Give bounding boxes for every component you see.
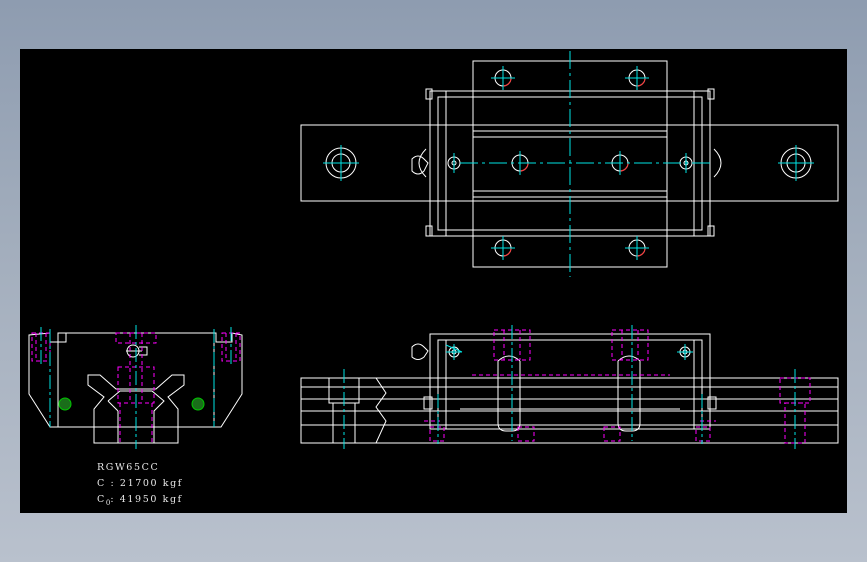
rail-end-profile xyxy=(87,374,185,443)
top-view xyxy=(300,51,839,277)
static-load-label: C xyxy=(97,494,106,505)
static-load-subscript: 0 xyxy=(105,498,111,507)
centerlines-top xyxy=(323,51,814,277)
grease-fitting-top xyxy=(411,155,429,175)
dynamic-load-value: : 21700 kgf xyxy=(110,478,183,489)
block-side-view xyxy=(429,333,711,430)
dynamic-load-rating: C : 21700 kgf xyxy=(97,478,183,489)
end-view xyxy=(28,325,243,449)
dynamic-load-label: C xyxy=(97,478,106,489)
static-load-value: : 41950 kgf xyxy=(110,494,183,505)
cad-viewport[interactable]: RGW65CC C : 21700 kgf C0: 41950 kgf xyxy=(20,49,847,513)
static-load-rating: C0: 41950 kgf xyxy=(97,494,183,507)
centerlines-side xyxy=(343,325,796,449)
grease-nipple-right xyxy=(191,397,205,411)
cad-drawing xyxy=(28,51,839,449)
model-label: RGW65CC xyxy=(97,462,160,473)
centerlines-end xyxy=(40,325,232,449)
side-view xyxy=(300,325,839,449)
grease-nipple-left xyxy=(58,397,72,411)
grease-fitting-side xyxy=(411,343,429,360)
